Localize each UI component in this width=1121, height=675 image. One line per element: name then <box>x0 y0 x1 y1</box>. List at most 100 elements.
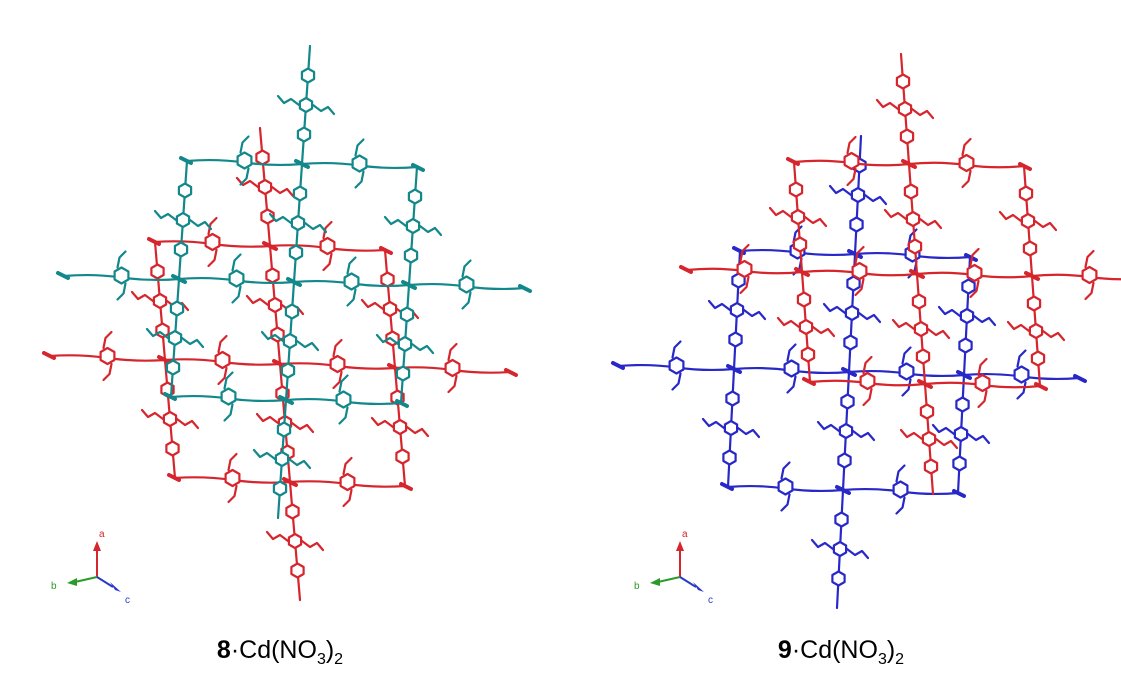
aromatic-ring <box>152 292 168 310</box>
aromatic-ring <box>165 359 181 376</box>
side-chain <box>447 342 458 362</box>
aromatic-ring <box>843 151 860 171</box>
metal-node <box>835 485 849 494</box>
side-chain <box>931 423 956 436</box>
axis-c-label: c <box>708 595 713 606</box>
side-chain <box>354 138 365 157</box>
metal-node <box>679 265 693 274</box>
aromatic-ring <box>399 306 415 323</box>
aromatic-ring <box>966 263 983 283</box>
side-chain <box>803 215 828 228</box>
side-chain <box>934 437 959 450</box>
side-chain <box>405 425 430 438</box>
aromatic-ring <box>788 181 804 198</box>
side-chain <box>768 206 793 219</box>
aromatic-ring <box>923 458 939 475</box>
aromatic-ring <box>1013 365 1030 384</box>
side-chain <box>231 285 242 304</box>
side-chain <box>969 247 980 267</box>
crystal-structure-8: a b c <box>42 44 532 606</box>
metal-node <box>726 364 740 373</box>
axis-b-arrow <box>657 576 681 583</box>
side-chain <box>231 253 242 272</box>
aromatic-ring <box>919 403 935 420</box>
side-chain <box>736 426 761 439</box>
side-chain <box>780 493 791 512</box>
side-chain <box>461 259 472 278</box>
side-chain <box>130 290 155 303</box>
side-chain <box>998 210 1023 223</box>
axis-b-head <box>650 578 660 586</box>
aromatic-ring <box>257 178 273 196</box>
aromatic-ring <box>897 100 913 118</box>
axis-indicator: a b c <box>634 529 713 606</box>
aromatic-ring <box>169 300 185 317</box>
aromatic-ring <box>840 393 855 410</box>
metal-node <box>720 482 734 491</box>
aromatic-ring <box>162 410 178 428</box>
network-red <box>42 126 518 602</box>
side-chain <box>207 248 218 268</box>
aromatic-ring <box>792 236 808 253</box>
aromatic-ring <box>907 238 923 255</box>
aromatic-ring <box>444 358 461 378</box>
side-chain <box>311 103 336 116</box>
aromatic-ring <box>292 185 308 202</box>
network-blue <box>611 134 1087 610</box>
aromatic-ring <box>831 570 846 587</box>
aromatic-ring <box>921 430 937 448</box>
side-chain <box>862 355 873 375</box>
side-chain <box>739 275 750 295</box>
aromatic-ring <box>729 301 745 319</box>
side-chain <box>245 294 270 307</box>
aromatic-ring <box>382 300 398 318</box>
side-chain <box>1006 320 1031 333</box>
aromatic-ring <box>832 540 848 558</box>
compound-number: 8 <box>216 636 231 664</box>
aromatic-ring <box>287 532 303 550</box>
axis-b-head <box>67 578 77 586</box>
panel-9-cd-no3: a b c 9·Cd(NO3)2 <box>561 0 1121 675</box>
aromatic-ring <box>380 271 395 288</box>
side-chain <box>1016 349 1027 368</box>
aromatic-ring <box>898 362 915 381</box>
aromatic-ring <box>236 151 253 170</box>
aromatic-ring <box>899 128 915 145</box>
side-chain <box>268 212 293 225</box>
aromatic-ring <box>177 182 193 199</box>
axis-c-head <box>110 582 121 592</box>
axis-c-arrow <box>679 576 697 588</box>
metal-node <box>611 361 625 370</box>
formula-subscript-3: 3 <box>877 651 887 668</box>
aromatic-ring <box>843 334 858 351</box>
side-chain <box>255 412 280 425</box>
formula-close: ) <box>886 636 896 664</box>
aromatic-ring <box>892 480 909 499</box>
aromatic-ring <box>280 362 296 379</box>
side-chain <box>891 318 916 331</box>
side-chain <box>102 362 113 382</box>
side-chain <box>410 342 435 355</box>
metal-node <box>286 277 300 286</box>
side-chain <box>342 456 353 476</box>
aromatic-ring <box>952 455 967 472</box>
formula-subscript-2: 2 <box>334 651 344 668</box>
aromatic-ring <box>798 318 814 336</box>
side-chain <box>461 291 472 310</box>
network-red <box>679 52 1121 496</box>
aromatic-ring <box>915 348 931 365</box>
side-chain <box>300 539 325 552</box>
metal-node <box>901 159 915 168</box>
metal-node <box>147 237 161 246</box>
aromatic-ring <box>113 266 130 285</box>
aromatic-ring <box>255 149 270 166</box>
side-chain <box>354 170 365 189</box>
metal-node <box>909 269 923 278</box>
aromatic-ring <box>155 322 170 339</box>
aromatic-ring <box>1081 265 1098 285</box>
aromatic-ring <box>895 73 911 90</box>
side-chain <box>227 452 238 472</box>
metal-node <box>1073 374 1087 383</box>
side-chain <box>776 316 801 329</box>
metal-node <box>167 473 181 482</box>
